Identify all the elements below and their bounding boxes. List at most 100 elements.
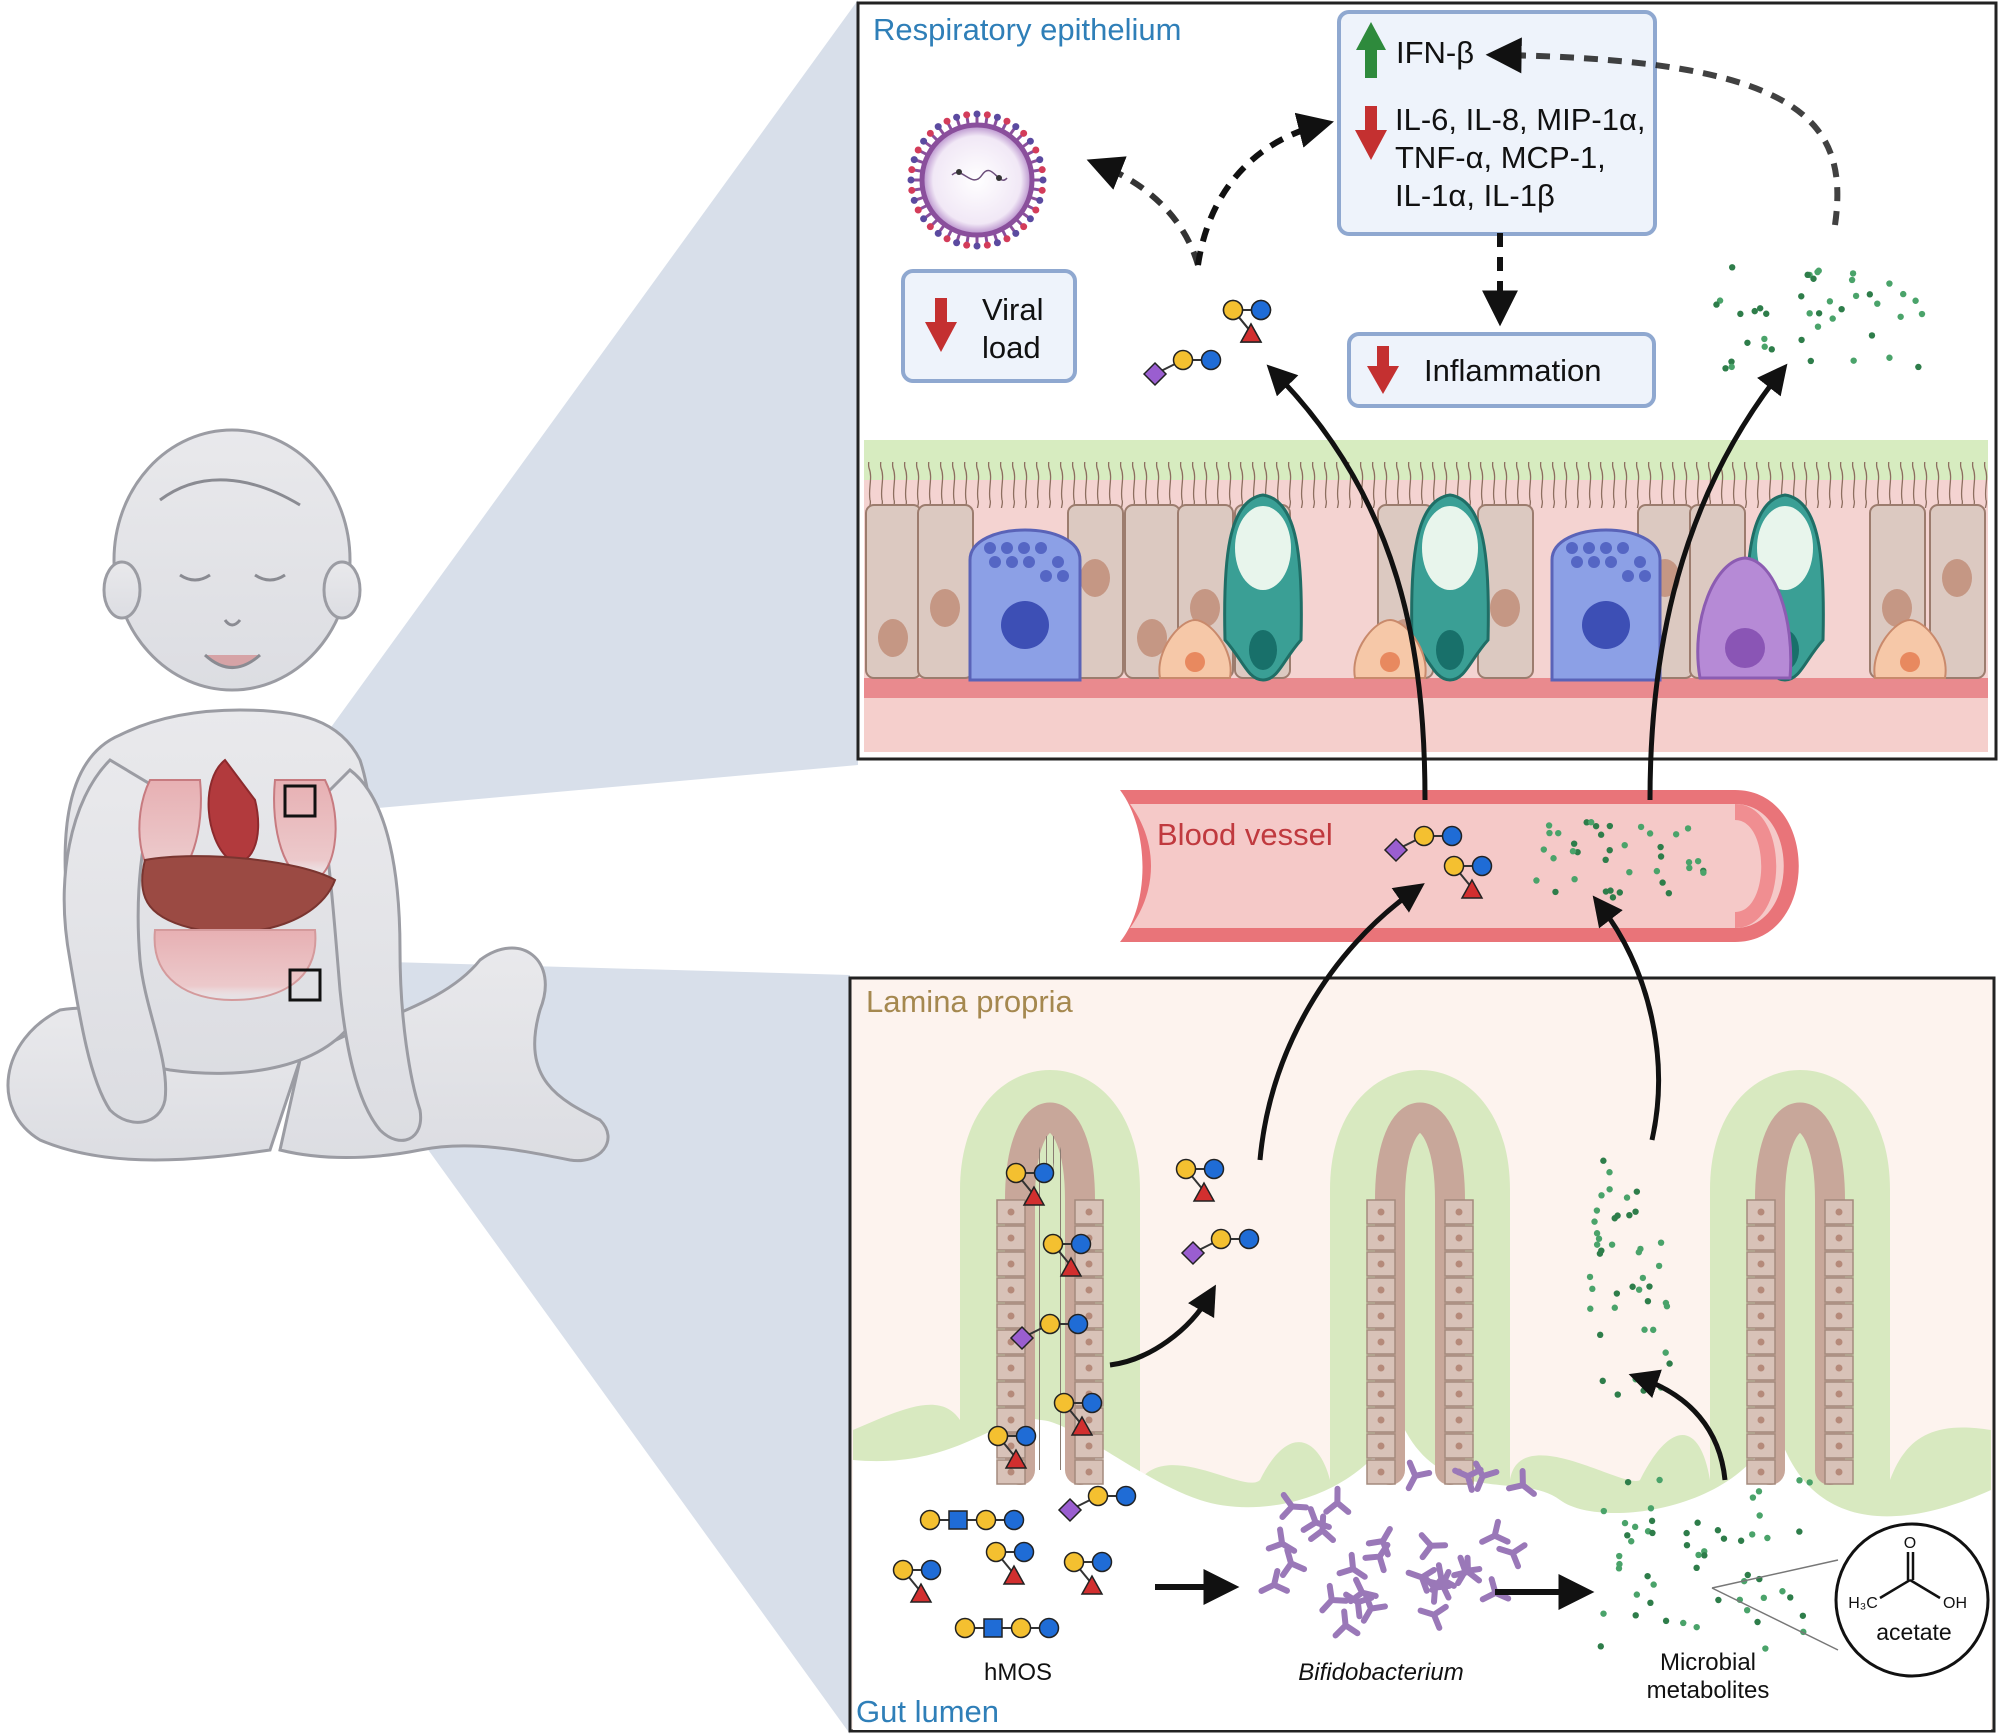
sialic-acid-icon xyxy=(1383,837,1409,863)
cytokine-line2: TNF-α, MCP-1, xyxy=(1395,140,1606,175)
enterocyte-nucleus xyxy=(1835,1364,1843,1372)
metabolite-dot xyxy=(1900,290,1907,298)
enterocyte-nucleus xyxy=(1377,1208,1385,1216)
fucose-icon xyxy=(1070,1415,1094,1436)
virus-spike-tip xyxy=(926,129,934,137)
enterocyte-nucleus xyxy=(1757,1260,1765,1268)
metabolite-dot xyxy=(1915,363,1922,371)
metabolite-dot xyxy=(1583,819,1590,826)
transport-arrows xyxy=(1109,883,1728,1481)
inflammation-label: Inflammation xyxy=(1424,353,1601,388)
galactose-icon xyxy=(1443,855,1465,877)
metabolite-dot xyxy=(1656,1476,1663,1484)
virus-spike-tip xyxy=(953,113,961,121)
metabolite-dot xyxy=(1897,313,1904,320)
acetate-label: acetate xyxy=(1876,1619,1951,1645)
glucose-icon xyxy=(1070,1233,1092,1255)
metabolite-dot xyxy=(1701,1552,1708,1559)
metabolite-dot xyxy=(1595,1235,1603,1242)
metabolite-dot xyxy=(1756,1512,1763,1519)
metabolite-dot xyxy=(1621,1519,1629,1527)
secretory-granule xyxy=(1622,570,1634,582)
bifidobacterium-icon xyxy=(1429,1562,1457,1593)
virus-spike-tip xyxy=(1039,176,1047,184)
metabolite-dot xyxy=(1632,1376,1639,1383)
metabolite-dot xyxy=(1694,1519,1701,1526)
metabolite-dot xyxy=(1715,1596,1722,1604)
club-cell-nucleus xyxy=(1582,601,1630,649)
metabolite-dot xyxy=(1586,1273,1594,1281)
enterocyte-nucleus xyxy=(1455,1364,1463,1372)
metabolite-dot xyxy=(1749,1494,1757,1501)
metabolite-dot xyxy=(1761,343,1768,350)
metabolite-dot xyxy=(1665,889,1673,897)
bifidobacterium-icon xyxy=(1258,1567,1290,1594)
enterocyte xyxy=(1824,1277,1854,1303)
dashed-signal-arrows xyxy=(1086,37,1841,327)
gut-lumen-label: Gut lumen xyxy=(856,1694,999,1729)
galactose-icon xyxy=(954,1617,976,1639)
metabolite-dot xyxy=(1598,1192,1605,1199)
cytokine-line1: IL-6, IL-8, MIP-1α, xyxy=(1395,102,1646,137)
enterocyte-nucleus xyxy=(1835,1390,1843,1398)
metabolite-dot xyxy=(1680,1619,1687,1627)
glucose-icon xyxy=(1238,1228,1260,1250)
enterocyte-nucleus xyxy=(1455,1390,1463,1398)
galactose-icon xyxy=(1039,1313,1061,1335)
enterocyte-nucleus xyxy=(1007,1260,1015,1268)
metabolite-dot xyxy=(1826,298,1834,305)
metabolite-dot xyxy=(1657,853,1665,860)
metabolite-dot xyxy=(1806,1479,1813,1486)
enterocyte-nucleus xyxy=(1085,1468,1093,1476)
virus-spike-tip xyxy=(910,196,918,204)
metabolite-dot xyxy=(1596,1331,1604,1339)
enterocyte-nucleus xyxy=(1835,1260,1843,1268)
enterocyte-nucleus xyxy=(1757,1312,1765,1320)
glucose-icon xyxy=(1081,1392,1103,1414)
metabolite-dot xyxy=(1533,877,1540,884)
enterocyte-nucleus xyxy=(1377,1338,1385,1346)
metabolite-dot xyxy=(1672,831,1680,838)
metabolite-dot xyxy=(1600,1507,1608,1515)
inflammation-box: Inflammation xyxy=(1347,332,1656,408)
metabolite-dot xyxy=(1611,1304,1618,1311)
metabolite-dot xyxy=(1683,1541,1691,1549)
enterocyte-nucleus xyxy=(1455,1442,1463,1450)
galactose-icon xyxy=(1087,1485,1109,1507)
mucus-granules xyxy=(1757,506,1813,590)
metabolite-dot xyxy=(1593,1207,1601,1214)
metabolite-dot xyxy=(1848,276,1856,284)
metabolite-dot xyxy=(1868,332,1876,339)
galactose-icon xyxy=(1010,1617,1032,1639)
virus-spike-tip xyxy=(934,123,942,131)
metabolite-dot xyxy=(1647,1599,1654,1607)
metabolite-dot xyxy=(1546,829,1553,837)
glucose-icon xyxy=(1200,349,1222,371)
secretory-granule xyxy=(1600,542,1612,554)
goblet-nucleus xyxy=(1436,630,1464,670)
enterocyte-nucleus xyxy=(1835,1338,1843,1346)
secretory-granule xyxy=(1052,556,1064,568)
acetate-h3c-label: H₃C xyxy=(1848,1595,1878,1612)
basal-nucleus xyxy=(1380,652,1400,672)
infant-organs xyxy=(138,758,337,1002)
microbial-metabolites-label-1: Microbial xyxy=(1660,1649,1756,1676)
metabolite-dot xyxy=(1798,336,1805,344)
enterocyte xyxy=(1824,1459,1854,1485)
metabolite-dot xyxy=(1762,1645,1769,1652)
fucose-icon xyxy=(1022,1185,1046,1206)
acetate-oh-label: OH xyxy=(1943,1595,1967,1612)
bifidobacterium-icon xyxy=(1308,1513,1337,1544)
enterocyte-nucleus xyxy=(1455,1416,1463,1424)
secretory-granule xyxy=(1040,570,1052,582)
projection-wedge-top xyxy=(300,0,858,815)
enterocyte-nucleus xyxy=(1007,1234,1015,1242)
enterocyte-nucleus xyxy=(1757,1390,1765,1398)
virus-spike-tip xyxy=(973,242,981,250)
acetate-callout: O OH H₃C acetate xyxy=(1711,1522,1990,1678)
enterocyte-nucleus xyxy=(1085,1260,1093,1268)
metabolite-dot xyxy=(1886,280,1893,287)
sialic-acid-icon xyxy=(1180,1240,1206,1266)
galactose-icon xyxy=(1413,825,1435,847)
metabolite-dot xyxy=(1550,855,1557,862)
